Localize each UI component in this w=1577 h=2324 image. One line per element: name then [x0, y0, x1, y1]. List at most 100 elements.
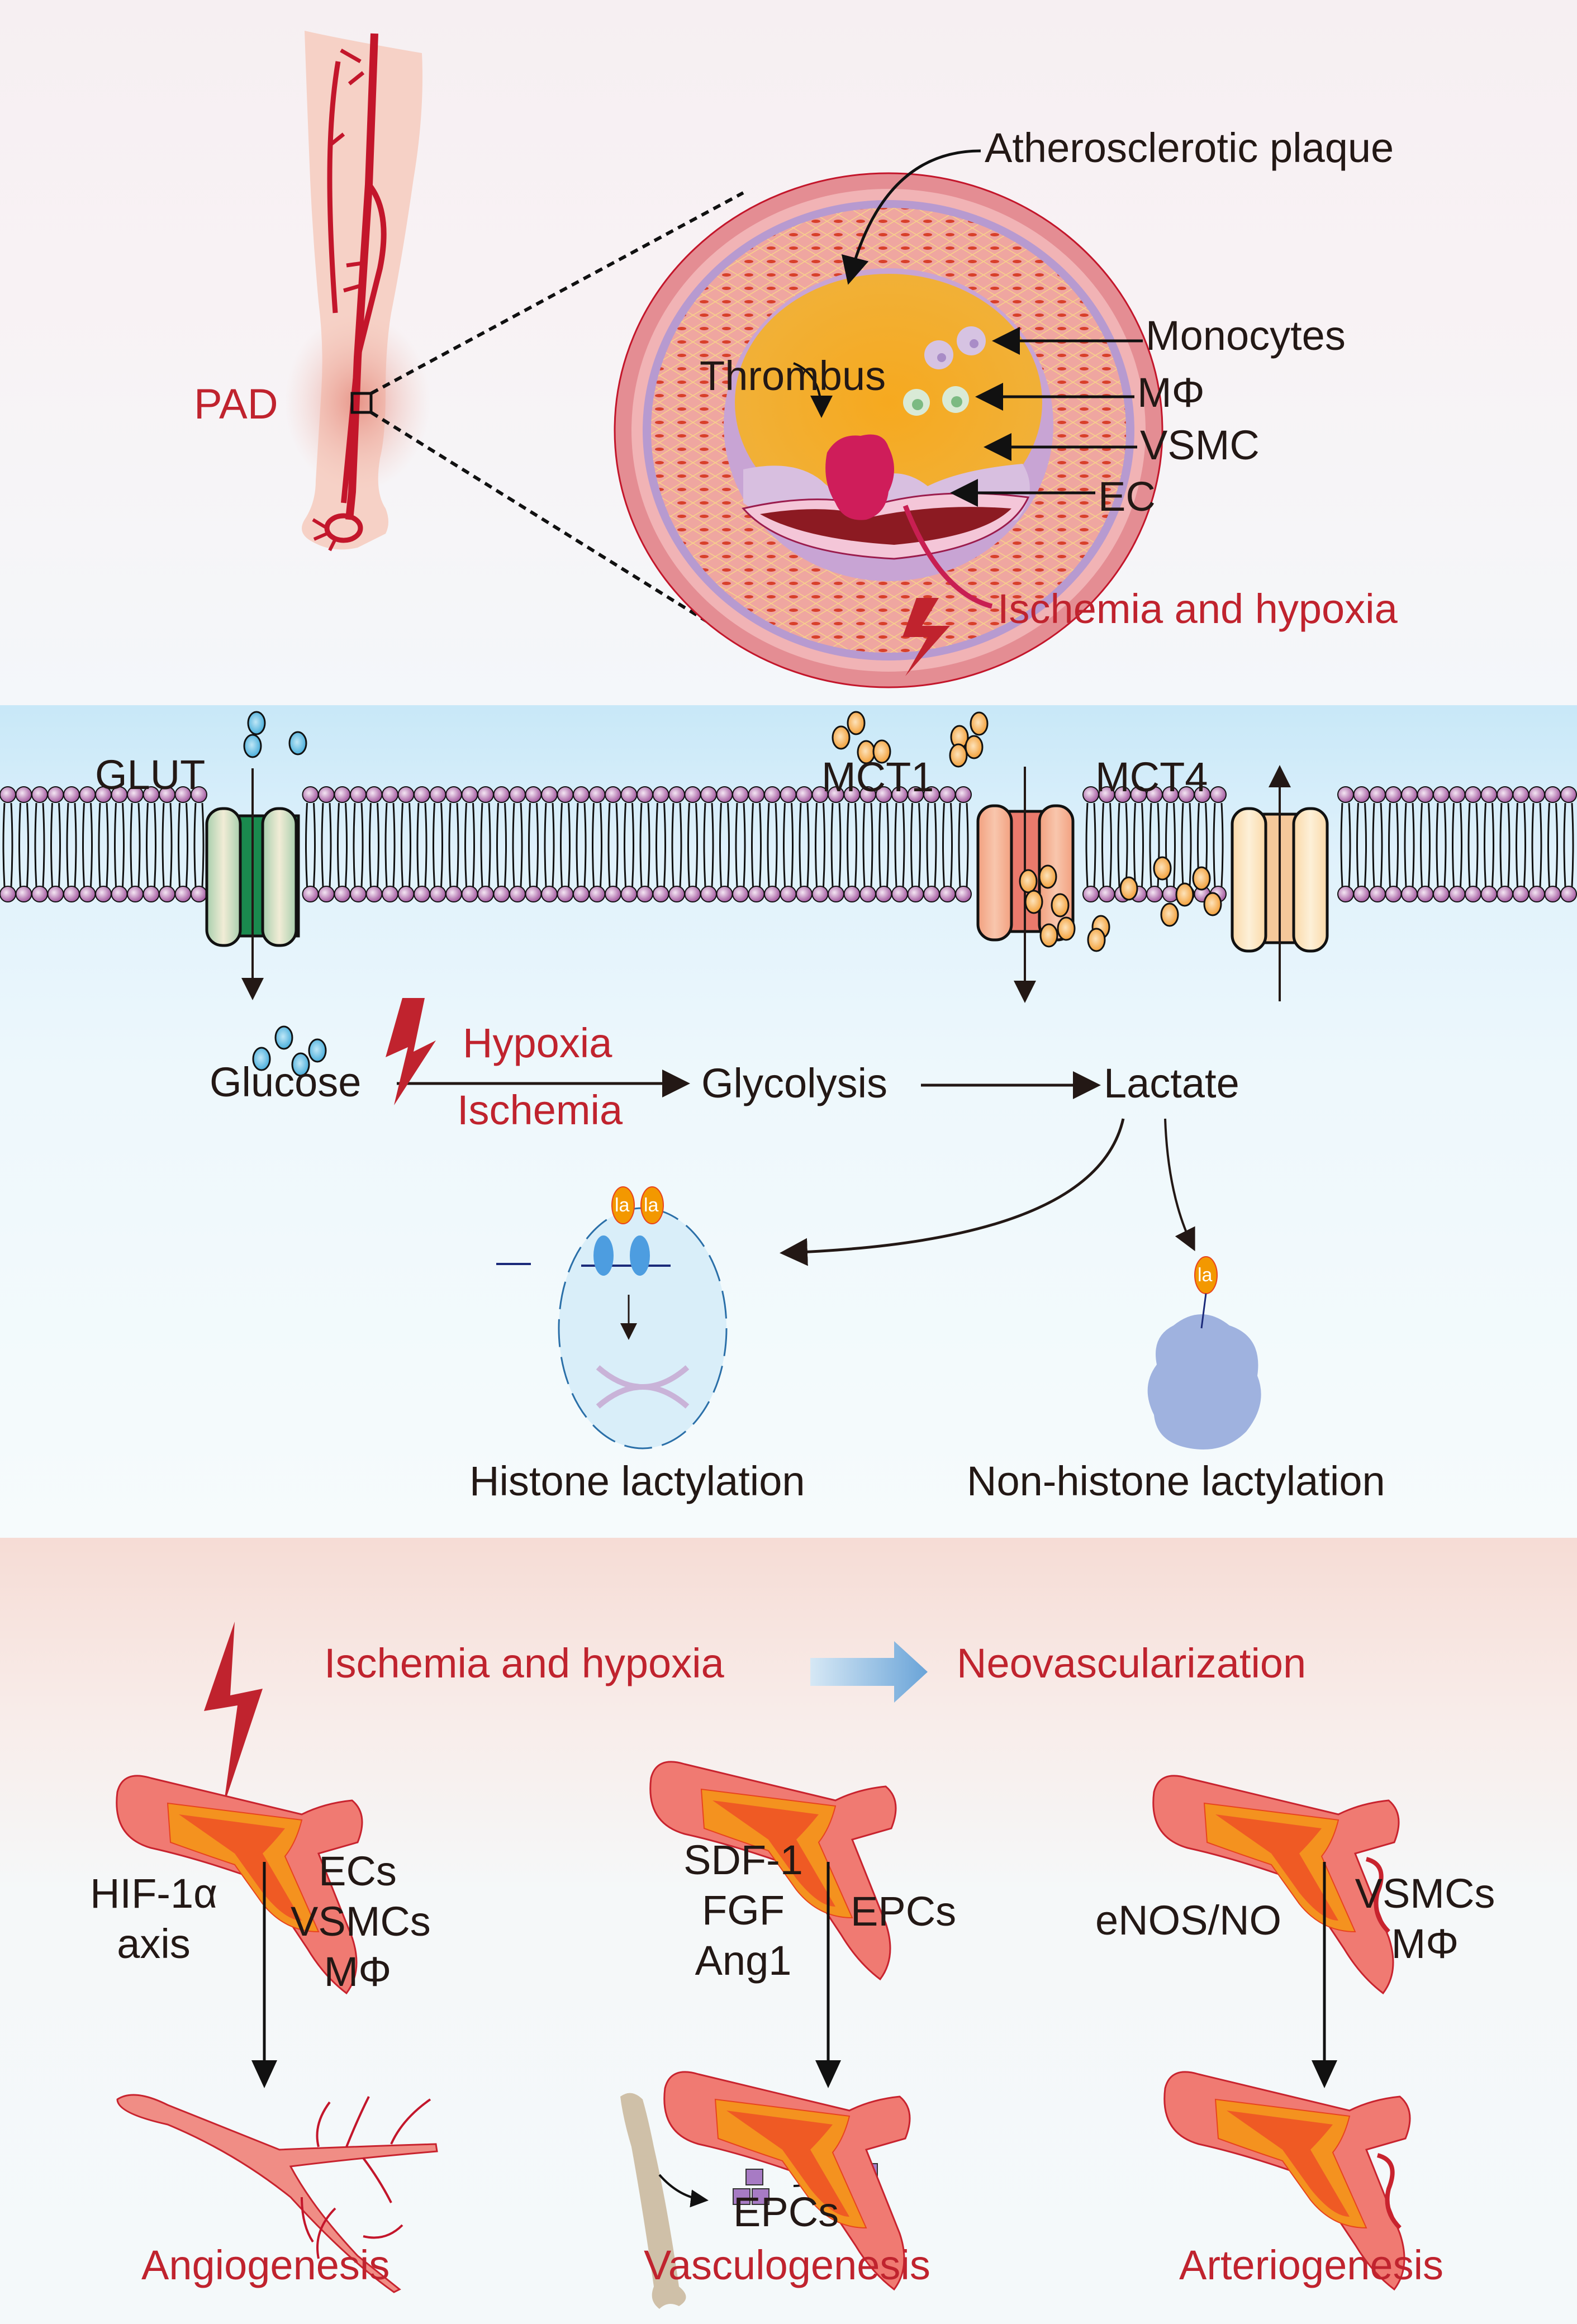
lipid-head — [1448, 886, 1466, 902]
lipid-head — [700, 886, 717, 902]
factor-label: Ang1 — [695, 1937, 792, 1984]
lipid-head — [573, 886, 590, 902]
lactate-molecule — [1192, 866, 1211, 891]
lipid-head — [732, 786, 749, 803]
glut-label: GLUT — [95, 752, 206, 798]
lipid-head — [191, 886, 207, 902]
lipid-head — [31, 786, 48, 803]
lactate-molecule — [1057, 916, 1076, 941]
lactate-molecule — [1087, 928, 1106, 952]
branching-vessel-icon — [663, 2071, 911, 2291]
thrombus-label: Thrombus — [700, 353, 886, 399]
factor-label: SDF-1 — [683, 1837, 803, 1883]
lipid-head — [1544, 886, 1561, 902]
lipid-head — [796, 886, 813, 902]
lipid-head — [142, 886, 160, 902]
lipid-head — [1433, 786, 1450, 803]
lipid-head — [1480, 886, 1498, 902]
lipid-head — [302, 786, 319, 803]
glucose-molecule — [291, 1052, 310, 1077]
cell-label: ECs — [319, 1848, 397, 1894]
lipid-head — [1560, 786, 1577, 803]
lipid-head — [843, 886, 861, 902]
lipid-head — [382, 786, 398, 803]
lipid-head — [636, 786, 653, 803]
lipid-head — [445, 886, 462, 902]
lactate-molecule — [872, 739, 891, 764]
factor-label: HIF-1α — [90, 1870, 217, 1917]
lipid-head — [414, 786, 430, 803]
lactyl-mark: la — [615, 1195, 630, 1216]
lactate-molecule — [1153, 856, 1172, 881]
lipid-head — [79, 786, 96, 803]
artery-cross-section — [614, 172, 1163, 688]
lipid-head — [174, 886, 192, 902]
lipid-head — [557, 786, 574, 803]
lipid-head — [1369, 886, 1386, 902]
lactate-molecule — [832, 725, 851, 750]
lipid-head — [1417, 886, 1434, 902]
lipid-head — [620, 786, 638, 803]
lipid-head — [557, 886, 574, 902]
lipid-head — [397, 786, 415, 803]
lactyl-group-icon — [611, 1186, 1218, 1294]
lipid-head — [716, 786, 733, 803]
lipid-head — [429, 786, 446, 803]
lactate-molecule — [1160, 902, 1179, 927]
lipid-head — [31, 886, 48, 902]
macrophage-cell-icon — [903, 386, 969, 416]
lactyl-mark: la — [1198, 1265, 1213, 1286]
pad-overview-panel: PAD Atherosclerotic plaque Thrombus Mono… — [0, 0, 1577, 705]
lipid-head — [365, 786, 383, 803]
bone-icon — [620, 2093, 686, 2309]
macrophage-label: MΦ — [1137, 369, 1205, 416]
vasculo-left-factors: SDF-1 FGF Ang1 — [673, 1840, 813, 1981]
nucleosome-icon — [581, 1235, 671, 1276]
lipid-head — [1210, 786, 1227, 803]
lactate-to-nonhistone-arrow — [1164, 1118, 1195, 1252]
lipid-head — [780, 886, 797, 902]
lipid-head — [1417, 786, 1434, 803]
cell-label: MΦ — [324, 1948, 392, 1995]
lipid-head — [605, 886, 621, 902]
lipid-head — [1528, 786, 1545, 803]
glut-transporter-icon — [205, 807, 300, 947]
branching-vessel-icon — [116, 1775, 363, 1995]
sprouting-vessel-icon — [116, 2094, 438, 2293]
lipid-head — [1401, 786, 1418, 803]
lipid-head — [111, 886, 128, 902]
lipid-head — [748, 786, 765, 803]
lipid-head — [1385, 786, 1402, 803]
factor-label: axis — [117, 1921, 191, 1967]
lactate-molecule — [1119, 876, 1138, 901]
lipid-head — [923, 886, 940, 902]
molecules — [243, 711, 1222, 1077]
vsmc-label: VSMC — [1140, 422, 1260, 468]
lipid-head — [493, 886, 510, 902]
ischemia-label: Ischemia — [457, 1087, 623, 1133]
leg-icon — [285, 31, 430, 552]
lipid-head — [1353, 786, 1370, 803]
lipid-head — [907, 886, 924, 902]
lipid-head — [461, 786, 478, 803]
lipid-head — [828, 886, 844, 902]
lipid-head — [414, 886, 430, 902]
lipid-head — [15, 786, 32, 803]
lipid-head — [79, 886, 96, 902]
lactate-molecule — [847, 711, 866, 735]
lipid-head — [1401, 886, 1418, 902]
lipid-head — [573, 786, 590, 803]
lipid-head — [1353, 886, 1370, 902]
lipid-head — [350, 886, 367, 902]
zoom-region-box — [350, 392, 373, 414]
glucose-molecule — [288, 731, 307, 755]
glucose-label: Glucose — [210, 1059, 362, 1105]
lipid-head — [732, 886, 749, 902]
branching-vessel-icon — [1152, 1775, 1400, 1995]
lipid-head — [429, 886, 446, 902]
lipid-head — [0, 886, 16, 902]
lipid-head — [334, 786, 351, 803]
lipid-head — [1544, 786, 1561, 803]
lipid-head — [1465, 886, 1481, 902]
lipid-head — [477, 886, 494, 902]
